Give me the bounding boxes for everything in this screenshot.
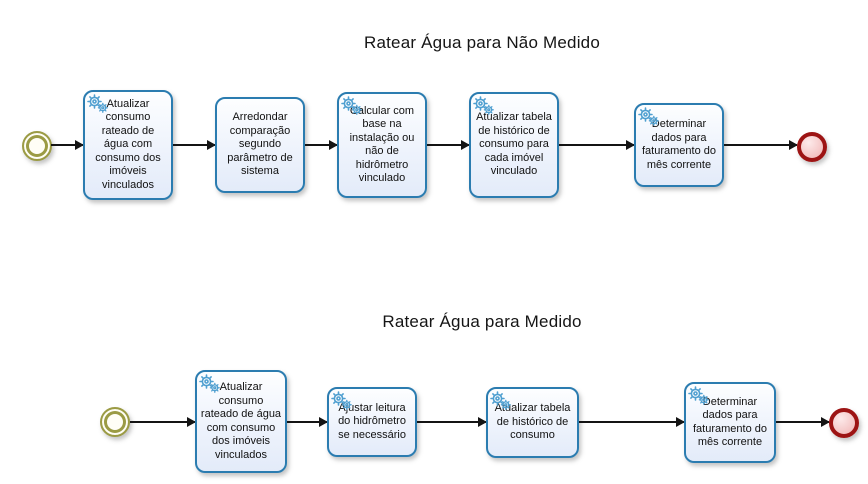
service-gears-icon	[340, 95, 364, 117]
sequence-flow-connector	[427, 140, 470, 150]
flow-title-medido: Ratear Água para Medido	[382, 312, 582, 331]
sequence-flow-connector	[287, 417, 328, 427]
service-gears-icon	[198, 373, 222, 395]
service-gears-icon	[472, 95, 496, 117]
task-atualizar-tabela-historico[interactable]: Atualizar tabela de histórico de consumo	[486, 387, 579, 458]
task-label: Atualizar tabela de histórico de consumo	[494, 402, 571, 442]
sequence-flow-connector	[173, 140, 216, 150]
task-atualizar-consumo-rateado[interactable]: Atualizar consumo rateado de água com co…	[195, 370, 287, 473]
task-label: Determinar dados para faturamento do mês…	[642, 118, 716, 171]
task-label: Calcular com base na instalação ou não d…	[349, 104, 415, 185]
sequence-flow-connector	[51, 140, 84, 150]
task-atualizar-consumo-rateado[interactable]: Atualizar consumo rateado de água com co…	[83, 90, 173, 200]
service-gears-icon	[86, 93, 110, 115]
flow-title-nao-medido: Ratear Água para Não Medido	[364, 33, 600, 52]
task-atualizar-tabela-historico-imovel[interactable]: Atualizar tabela de histórico de consumo…	[469, 92, 559, 198]
service-gears-icon	[637, 106, 661, 128]
task-label: Ajustar leitura do hidrômetro se necessá…	[338, 401, 406, 441]
service-gears-icon	[489, 390, 513, 412]
start-event[interactable]	[22, 131, 52, 161]
task-label: Arredondar comparação segundo parâmetro …	[227, 111, 293, 178]
task-label: Determinar dados para faturamento do mês…	[693, 395, 767, 449]
sequence-flow-connector	[130, 417, 196, 427]
sequence-flow-connector	[305, 140, 338, 150]
task-label: Atualizar consumo rateado de água com co…	[200, 381, 282, 461]
sequence-flow-connector	[724, 140, 798, 150]
task-arredondar-comparacao[interactable]: Arredondar comparação segundo parâmetro …	[215, 97, 305, 193]
task-label: Atualizar tabela de histórico de consumo…	[476, 111, 552, 178]
task-determinar-dados-faturamento[interactable]: Determinar dados para faturamento do mês…	[634, 103, 724, 187]
service-gears-icon	[330, 390, 354, 412]
sequence-flow-connector	[776, 417, 830, 427]
end-event[interactable]	[797, 132, 827, 162]
task-ajustar-leitura-hidrometro[interactable]: Ajustar leitura do hidrômetro se necessá…	[327, 387, 417, 457]
task-calcular-com-base-instalacao[interactable]: Calcular com base na instalação ou não d…	[337, 92, 427, 198]
start-event[interactable]	[100, 407, 130, 437]
sequence-flow-connector	[417, 417, 487, 427]
task-determinar-dados-faturamento[interactable]: Determinar dados para faturamento do mês…	[684, 382, 776, 463]
service-gears-icon	[687, 385, 711, 407]
sequence-flow-connector	[579, 417, 685, 427]
task-label: Atualizar consumo rateado de água com co…	[95, 97, 161, 191]
end-event[interactable]	[829, 408, 859, 438]
sequence-flow-connector	[559, 140, 635, 150]
